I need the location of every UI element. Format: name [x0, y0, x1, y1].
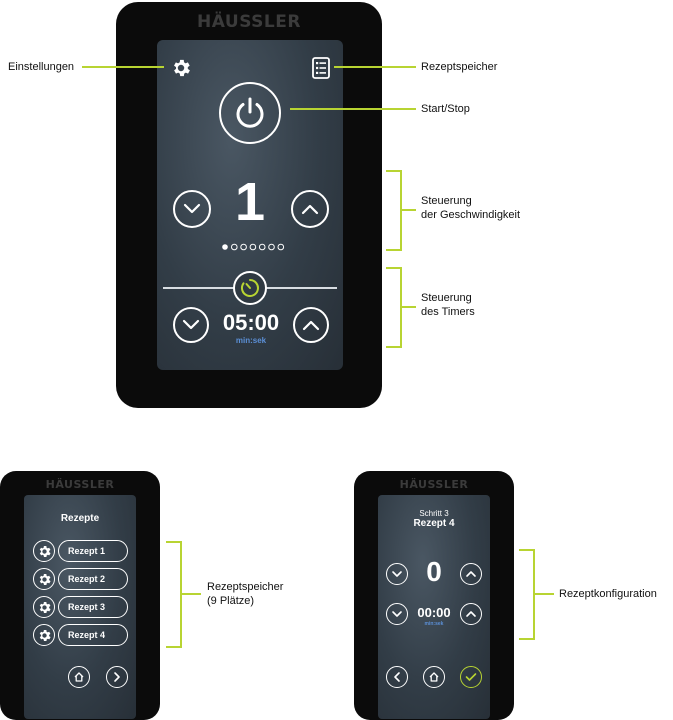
config-step: Schritt 3	[419, 509, 449, 518]
callout-timer-line2: des Timers	[421, 306, 475, 318]
recipes-screen: Rezepte Rezept 1 Rezept 2 Rezept 3 Rezept 4	[24, 495, 136, 719]
callout-recipe-memory-line	[334, 66, 416, 68]
chevron-up-icon	[466, 571, 476, 577]
brand-logo: HÄUSSLER	[197, 12, 301, 32]
callout-recipe-slots-line2: (9 Plätze)	[207, 595, 255, 607]
config-speed-down-button[interactable]	[386, 563, 408, 585]
home-icon	[429, 672, 439, 682]
config-timer-down-button[interactable]	[386, 603, 408, 625]
speed-level-dot	[231, 243, 238, 251]
speed-up-button[interactable]	[291, 190, 329, 228]
recipe-settings-button[interactable]	[33, 624, 55, 646]
timer-button[interactable]	[233, 271, 267, 305]
timer-unit: min:sek	[235, 336, 267, 345]
start-stop-button[interactable]	[219, 82, 281, 144]
home-icon	[74, 672, 84, 682]
chevron-down-icon	[392, 571, 402, 577]
callout-timer-line1: Steuerung	[421, 292, 472, 304]
config-timer-up-button[interactable]	[460, 603, 482, 625]
callout-start-stop: Start/Stop	[421, 103, 470, 115]
main-screen: 1 05:00 min:sek	[157, 40, 343, 370]
callout-speed-line	[401, 209, 416, 211]
speed-level-dot	[240, 243, 247, 251]
recipes-title: Rezepte	[60, 513, 100, 524]
check-icon	[465, 673, 477, 681]
chevron-down-icon	[392, 611, 402, 617]
chevron-down-icon	[183, 203, 201, 214]
callout-config-bracket	[519, 549, 535, 640]
speed-value: 1	[234, 172, 266, 232]
chevron-left-icon	[394, 672, 400, 682]
brand-logo: HÄUSSLER	[45, 478, 115, 491]
gear-icon	[39, 573, 51, 585]
speed-level-dot	[277, 243, 285, 251]
config-timer-unit: min:sek	[424, 621, 444, 627]
power-icon	[236, 97, 264, 128]
speed-level-dot	[249, 243, 257, 251]
recipe-item[interactable]: Rezept 1	[58, 540, 128, 562]
speed-level-indicator	[221, 238, 285, 251]
chevron-right-icon	[114, 672, 120, 682]
settings-gear-icon[interactable]	[170, 57, 192, 79]
callout-recipe-memory: Rezeptspeicher	[421, 61, 498, 73]
callout-timer-control: Steuerung des Timers	[421, 291, 475, 319]
gear-icon	[39, 545, 51, 557]
callout-recipe-slots-line1: Rezeptspeicher	[207, 581, 284, 593]
config-device: HÄUSSLER Schritt 3 Rezept 4 0 00:00 min:…	[354, 471, 514, 720]
recipe-settings-button[interactable]	[33, 568, 55, 590]
recipe-list-icon[interactable]	[312, 57, 330, 79]
recipe-settings-button[interactable]	[33, 596, 55, 618]
speed-level-dot	[258, 243, 266, 251]
chevron-up-icon	[466, 611, 476, 617]
config-home-button[interactable]	[423, 666, 445, 688]
config-timer-value: 00:00	[417, 605, 451, 620]
brand-logo: HÄUSSLER	[399, 478, 469, 491]
callout-config-line	[534, 593, 554, 595]
recipe-item[interactable]: Rezept 4	[58, 624, 128, 646]
recipe-item[interactable]: Rezept 2	[58, 568, 128, 590]
config-speed-up-button[interactable]	[460, 563, 482, 585]
config-back-button[interactable]	[386, 666, 408, 688]
timer-icon	[240, 279, 259, 297]
callout-speed-line1: Steuerung	[421, 195, 472, 207]
config-confirm-button[interactable]	[460, 666, 482, 688]
recipe-item[interactable]: Rezept 3	[58, 596, 128, 618]
callout-recipes-bracket	[166, 541, 182, 648]
recipe-settings-button[interactable]	[33, 540, 55, 562]
callout-settings-line	[82, 66, 164, 68]
speed-level-dot	[222, 244, 228, 250]
home-button[interactable]	[68, 666, 90, 688]
main-device: HÄUSSLER 1	[116, 2, 382, 408]
config-recipe-title: Rezept 4	[413, 518, 455, 529]
callout-timer-bracket	[386, 267, 402, 348]
speed-down-button[interactable]	[173, 190, 211, 228]
callout-timer-line	[401, 306, 416, 308]
speed-level-dot	[268, 243, 275, 251]
chevron-up-icon	[302, 320, 320, 331]
gear-icon	[39, 601, 51, 613]
callout-start-stop-line	[290, 108, 416, 110]
config-screen: Schritt 3 Rezept 4 0 00:00 min:sek	[378, 495, 490, 719]
config-speed-value: 0	[426, 556, 442, 587]
callout-recipes-line	[181, 593, 201, 595]
callout-speed-line2: der Geschwindigkeit	[421, 209, 521, 221]
recipes-device: HÄUSSLER Rezepte Rezept 1 Rezept 2 Rezept …	[0, 471, 160, 720]
timer-value: 05:00	[222, 310, 280, 335]
callout-speed-bracket	[386, 170, 402, 251]
chevron-down-icon	[182, 319, 200, 330]
next-button[interactable]	[106, 666, 128, 688]
gear-icon	[39, 629, 51, 641]
callout-recipe-config: Rezeptkonfiguration	[559, 588, 657, 600]
callout-recipe-slots: Rezeptspeicher (9 Plätze)	[207, 580, 283, 608]
chevron-up-icon	[301, 204, 319, 215]
timer-down-button[interactable]	[173, 307, 209, 343]
callout-settings: Einstellungen	[8, 61, 75, 73]
callout-speed-control: Steuerung der Geschwindigkeit	[421, 194, 520, 222]
timer-up-button[interactable]	[293, 307, 329, 343]
